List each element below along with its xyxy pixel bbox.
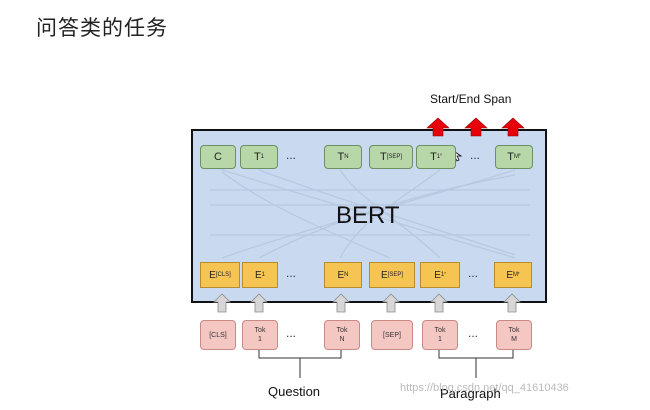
slide-title: 问答类的任务 bbox=[36, 16, 168, 40]
arrow-up-icon bbox=[332, 293, 350, 313]
question-bracket bbox=[258, 350, 342, 359]
output-arrows bbox=[426, 117, 525, 137]
paragraph-label: Paragraph bbox=[440, 386, 501, 401]
arrow-up-icon bbox=[501, 117, 525, 137]
arrow-up-icon bbox=[382, 293, 400, 313]
arrow-up-icon bbox=[426, 117, 450, 137]
embedding-box-cls: E[CLS] bbox=[200, 262, 240, 288]
token-ellipsis-2: ... bbox=[468, 326, 479, 340]
embedding-ellipsis-2: ... bbox=[468, 266, 479, 280]
model-label: BERT bbox=[336, 202, 400, 229]
question-label: Question bbox=[268, 384, 321, 399]
group-brackets bbox=[258, 350, 514, 378]
arrow-up-icon bbox=[430, 293, 448, 313]
transformer-connections bbox=[210, 169, 530, 259]
token-box-sep: [SEP] bbox=[371, 320, 413, 350]
token-box-cls: [CLS] bbox=[200, 320, 236, 350]
output-ellipsis-2: ... bbox=[470, 148, 481, 162]
output-box-tsep: T[SEP] bbox=[369, 145, 413, 169]
embedding-box-sep: E[SEP] bbox=[369, 262, 415, 288]
token-ellipsis-1: ... bbox=[286, 326, 297, 340]
arrow-up-icon bbox=[464, 117, 488, 137]
output-caption: Start/End Span bbox=[430, 92, 512, 106]
arrow-up-icon bbox=[503, 293, 521, 313]
output-ellipsis-1: ... bbox=[286, 148, 297, 162]
input-arrows bbox=[213, 293, 521, 313]
arrow-up-icon bbox=[250, 293, 268, 313]
arrow-up-icon bbox=[213, 293, 231, 313]
embedding-ellipsis-1: ... bbox=[286, 266, 297, 280]
watermark: https://blog.csdn.net/qq_41610436 bbox=[400, 382, 569, 394]
output-box-c: C bbox=[200, 145, 236, 169]
paragraph-bracket bbox=[438, 350, 514, 359]
